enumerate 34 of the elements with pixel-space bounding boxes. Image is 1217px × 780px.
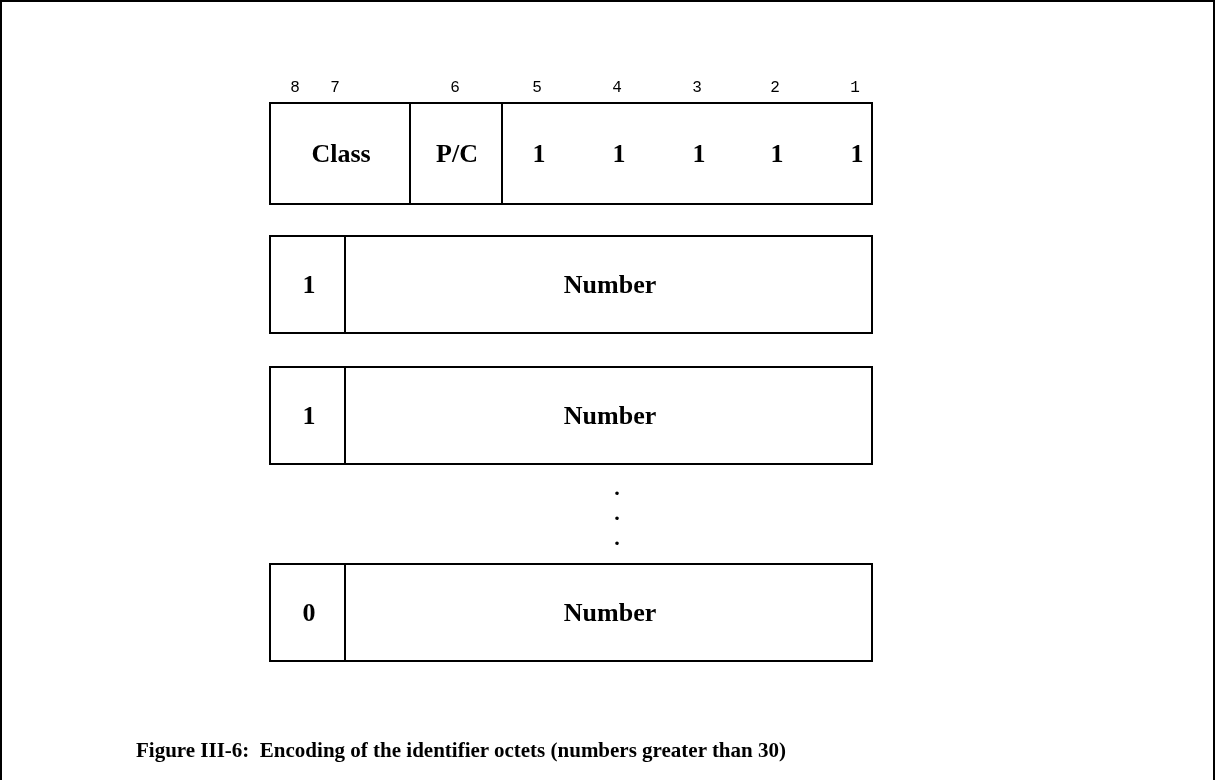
caption: Figure III-6: Encoding of the identifier octets (numbers greater than 30) bbox=[136, 738, 786, 763]
bit-number: 5 bbox=[532, 79, 542, 97]
field-label: 1 bbox=[302, 269, 316, 300]
field-label: 1 bbox=[850, 138, 864, 169]
bit-number: 4 bbox=[612, 79, 622, 97]
field-cell bbox=[269, 235, 346, 334]
field-label: 1 bbox=[612, 138, 626, 169]
field-cell bbox=[344, 235, 873, 334]
field-label: 1 bbox=[532, 138, 546, 169]
field-cell bbox=[501, 102, 873, 205]
field-label: Class bbox=[311, 138, 371, 169]
field-label: Number bbox=[563, 597, 657, 628]
field-label: 1 bbox=[692, 138, 706, 169]
continuation-dot: . bbox=[614, 500, 620, 526]
field-label: 1 bbox=[770, 138, 784, 169]
bit-number: 6 bbox=[450, 79, 460, 97]
field-cell bbox=[409, 102, 503, 205]
field-label: 1 bbox=[302, 400, 316, 431]
continuation-dot: . bbox=[614, 525, 620, 551]
field-cell bbox=[269, 563, 346, 662]
field-cell bbox=[269, 102, 411, 205]
field-label: Number bbox=[563, 400, 657, 431]
bit-number: 3 bbox=[692, 79, 702, 97]
bit-number: 2 bbox=[770, 79, 780, 97]
continuation-dot: . bbox=[614, 475, 620, 501]
field-label: Number bbox=[563, 269, 657, 300]
bit-number: 1 bbox=[850, 79, 860, 97]
field-cell bbox=[344, 366, 873, 465]
field-cell bbox=[344, 563, 873, 662]
field-cell bbox=[269, 366, 346, 465]
field-label: 0 bbox=[302, 597, 316, 628]
field-label: P/C bbox=[436, 138, 478, 169]
bit-number: 7 bbox=[330, 79, 340, 97]
bit-number: 8 bbox=[290, 79, 300, 97]
